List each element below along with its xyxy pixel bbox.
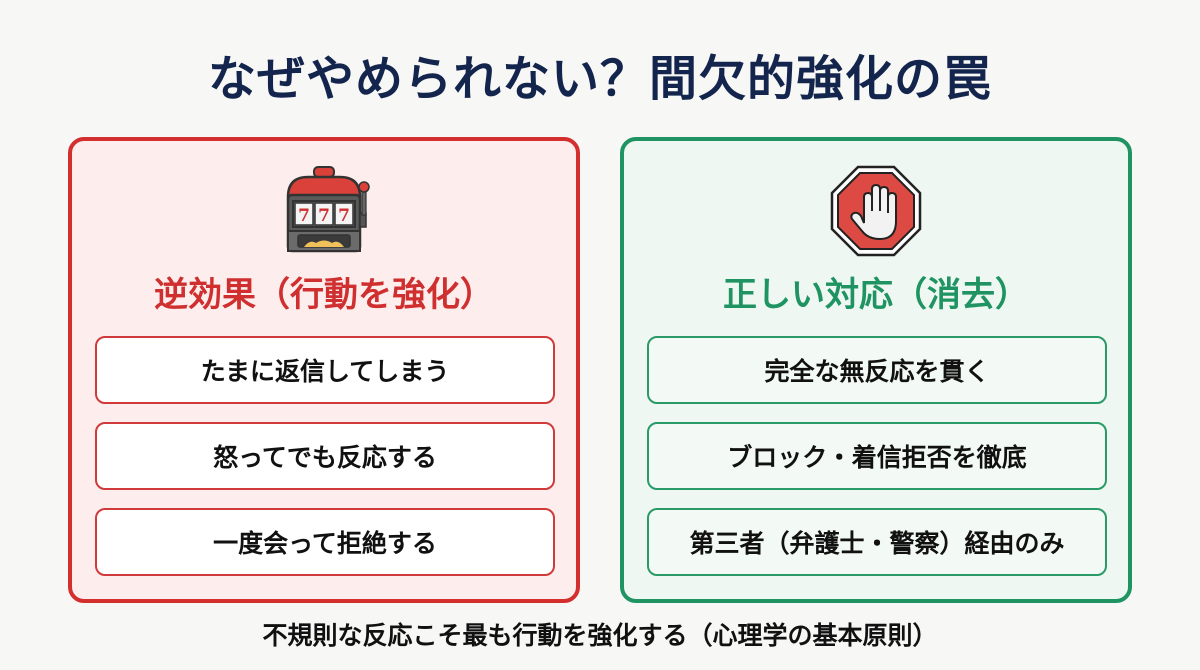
page-title: なぜやめられない？間欠的強化の罠	[207, 51, 992, 107]
list-item: 一度会って拒絶する	[95, 508, 555, 576]
footer-note: 不規則な反応こそ最も行動を強化する（心理学の基本原則）	[262, 621, 938, 650]
counterproductive-list: たまに返信してしまう 怒ってでも反応する 一度会って拒絶する	[95, 336, 555, 594]
list-item: ブロック・着信拒否を徹底	[647, 422, 1107, 490]
correct-response-list: 完全な無反応を貫く ブロック・着信拒否を徹底 第三者（弁護士・警察）経由のみ	[647, 336, 1107, 594]
svg-text:7: 7	[298, 206, 310, 226]
svg-text:7: 7	[338, 206, 350, 226]
svg-text:7: 7	[318, 206, 330, 226]
counterproductive-panel: 7 7 7 逆効果（行動を強化） たまに返信してしまう 怒ってでも反応する 一度…	[68, 137, 580, 603]
counterproductive-heading: 逆効果（行動を強化）	[154, 275, 494, 315]
list-item: たまに返信してしまう	[95, 336, 555, 404]
stop-hand-icon	[821, 161, 931, 261]
correct-response-panel: 正しい対応（消去） 完全な無反応を貫く ブロック・着信拒否を徹底 第三者（弁護士…	[620, 137, 1132, 603]
list-item: 完全な無反応を貫く	[647, 336, 1107, 404]
correct-response-heading: 正しい対応（消去）	[723, 275, 1029, 315]
list-item: 怒ってでも反応する	[95, 422, 555, 490]
list-item: 第三者（弁護士・警察）経由のみ	[647, 508, 1107, 576]
slot-machine-icon: 7 7 7	[269, 161, 379, 261]
